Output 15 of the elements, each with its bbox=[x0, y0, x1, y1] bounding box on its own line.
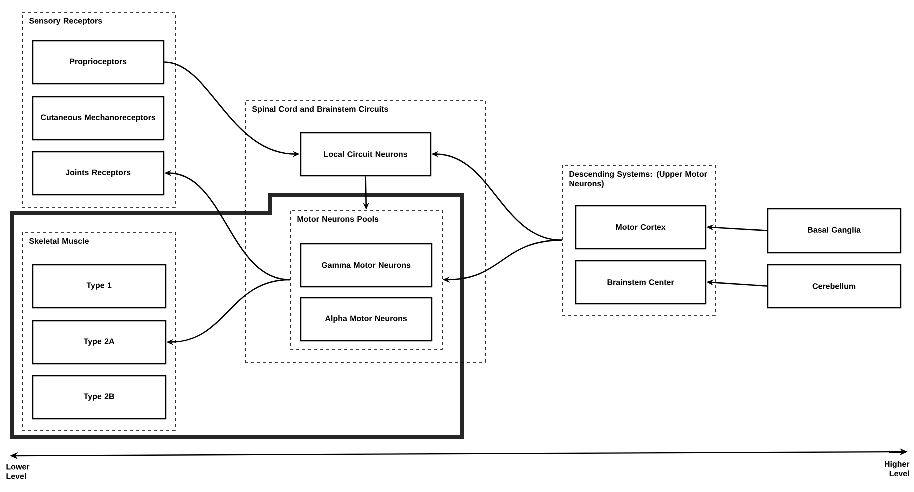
box: Joints Receptors bbox=[32, 150, 165, 196]
box: Gamma Motor Neurons bbox=[300, 242, 433, 288]
box: Type 2A bbox=[32, 320, 167, 365]
box: Alpha Motor Neurons bbox=[300, 297, 433, 342]
box: Local Circuit Neurons bbox=[300, 132, 432, 177]
axis-label: Lower Level bbox=[6, 464, 30, 480]
box: Type 2B bbox=[32, 375, 167, 420]
box: Cerebellum bbox=[767, 264, 902, 309]
box: Type 1 bbox=[32, 264, 167, 309]
axis-label: Higher Level bbox=[885, 461, 910, 477]
box: Motor Cortex bbox=[575, 204, 707, 250]
box: Cutaneous Mechanoreceptors bbox=[32, 96, 165, 141]
box: Brainstem Center bbox=[575, 260, 707, 305]
box: Basal Ganglia bbox=[767, 208, 902, 254]
box: Proprioceptors bbox=[32, 40, 165, 85]
